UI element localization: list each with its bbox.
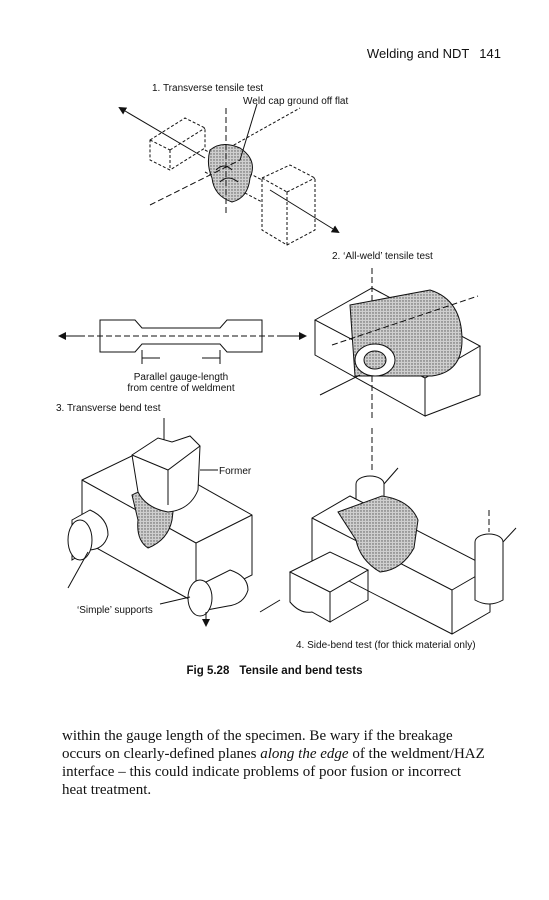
body-line-1: within the gauge length of the specimen.… <box>62 728 453 744</box>
body-line-2-end: of the weldment/HAZ <box>348 746 485 762</box>
running-header: Welding and NDT 141 <box>367 46 501 61</box>
former-label: Former <box>219 466 252 477</box>
emphasis-text: along the edge <box>260 746 349 762</box>
weld-cap-label: Weld cap ground off flat <box>243 96 348 107</box>
parallel-gauge-label: Parallel gauge-length <box>134 372 229 383</box>
figure-title: Tensile and bend tests <box>239 665 363 677</box>
from-centre-label: from centre of weldment <box>127 383 234 394</box>
transverse-tensile-label: 1. Transverse tensile test <box>152 83 263 94</box>
side-bend-diagram <box>259 428 517 635</box>
running-title: Welding and NDT <box>366 46 470 61</box>
gauge-specimen-diagram <box>58 319 307 364</box>
transverse-bend-diagram <box>67 418 253 627</box>
body-line-3: interface – this could indicate problems… <box>62 764 462 780</box>
body-line-4: heat treatment. <box>62 782 152 798</box>
figure-caption: Fig 5.28 Tensile and bend tests <box>0 665 549 677</box>
body-paragraph: within the gauge length of the specimen.… <box>62 727 498 799</box>
page-number: 141 <box>479 46 501 61</box>
all-weld-diagram <box>313 268 482 420</box>
all-weld-label: 2. ‘All-weld’ tensile test <box>332 251 433 262</box>
figure-number: Fig 5.28 <box>186 665 230 677</box>
body-line-2: occurs on clearly-defined planes along t… <box>62 745 498 763</box>
body-line-2-start: occurs on clearly-defined planes <box>62 746 261 762</box>
transverse-bend-label: 3. Transverse bend test <box>56 403 161 414</box>
simple-supports-label: ‘Simple’ supports <box>77 605 153 616</box>
side-bend-label: 4. Side-bend test (for thick material on… <box>296 640 476 651</box>
tensile-bend-test-figure: 1. Transverse tensile test Weld cap grou… <box>56 83 517 651</box>
transverse-tensile-diagram <box>118 103 340 246</box>
